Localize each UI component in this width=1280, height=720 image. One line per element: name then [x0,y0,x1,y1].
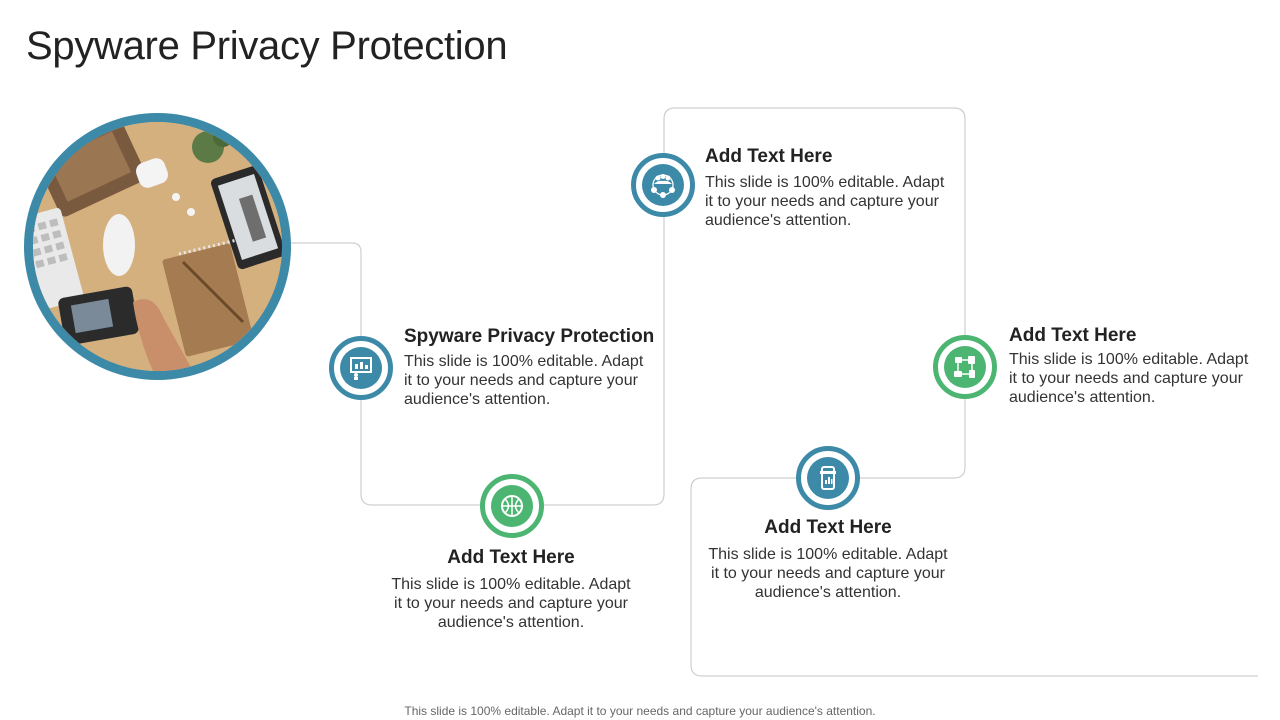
item-1-line-1: This slide is 100% editable. Adapt [404,353,644,370]
mobile-analytics-icon-badge [796,446,860,510]
item-4-line-2: it to your needs and capture your [711,565,945,582]
item-2-description: This slide is 100% editable. Adapt it to… [370,575,652,632]
basketball-icon-badge [480,474,544,538]
item-5-description: This slide is 100% editable. Adapt it to… [1009,350,1271,407]
desk-photo [24,113,291,380]
item-4-line-1: This slide is 100% editable. Adapt [708,546,948,563]
item-3-heading: Add Text Here [705,146,833,167]
basketball-icon [501,495,523,517]
item-2-heading: Add Text Here [447,547,575,568]
item-3-line-2: it to your needs and capture your [705,193,939,210]
team-network-icon-badge [631,153,695,217]
item-1-heading: Spyware Privacy Protection [404,326,655,347]
presentation-board-icon [350,357,372,380]
item-5-line-1: This slide is 100% editable. Adapt [1009,351,1249,368]
presentation-board-icon-badge [329,336,393,400]
item-3-description: This slide is 100% editable. Adapt it to… [705,173,960,230]
item-4-heading: Add Text Here [764,517,892,538]
item-4-description: This slide is 100% editable. Adapt it to… [687,545,969,602]
item-1-description: This slide is 100% editable. Adapt it to… [404,352,664,409]
item-3-line-1: This slide is 100% editable. Adapt [705,174,945,191]
item-5-heading: Add Text Here [1009,325,1137,346]
desk-flatlay-illustration [33,122,282,371]
mobile-analytics-icon [820,466,836,490]
desk-flatlay-image [33,122,282,371]
team-network-icon [651,174,675,198]
item-3-line-3: audience's attention. [705,212,852,229]
device-network-icon [954,356,975,378]
item-4-line-3: audience's attention. [754,584,902,601]
page-title: Spyware Privacy Protection [26,24,508,68]
item-1-line-3: audience's attention. [404,391,551,408]
item-2-line-3: audience's attention. [437,614,585,631]
item-5-line-3: audience's attention. [1009,389,1156,406]
item-5-line-2: it to your needs and capture your [1009,370,1243,387]
item-1-line-2: it to your needs and capture your [404,372,638,389]
device-network-icon-badge [933,335,997,399]
item-2-line-1: This slide is 100% editable. Adapt [391,576,631,593]
item-2-line-2: it to your needs and capture your [394,595,628,612]
footer-note: This slide is 100% editable. Adapt it to… [404,704,876,718]
